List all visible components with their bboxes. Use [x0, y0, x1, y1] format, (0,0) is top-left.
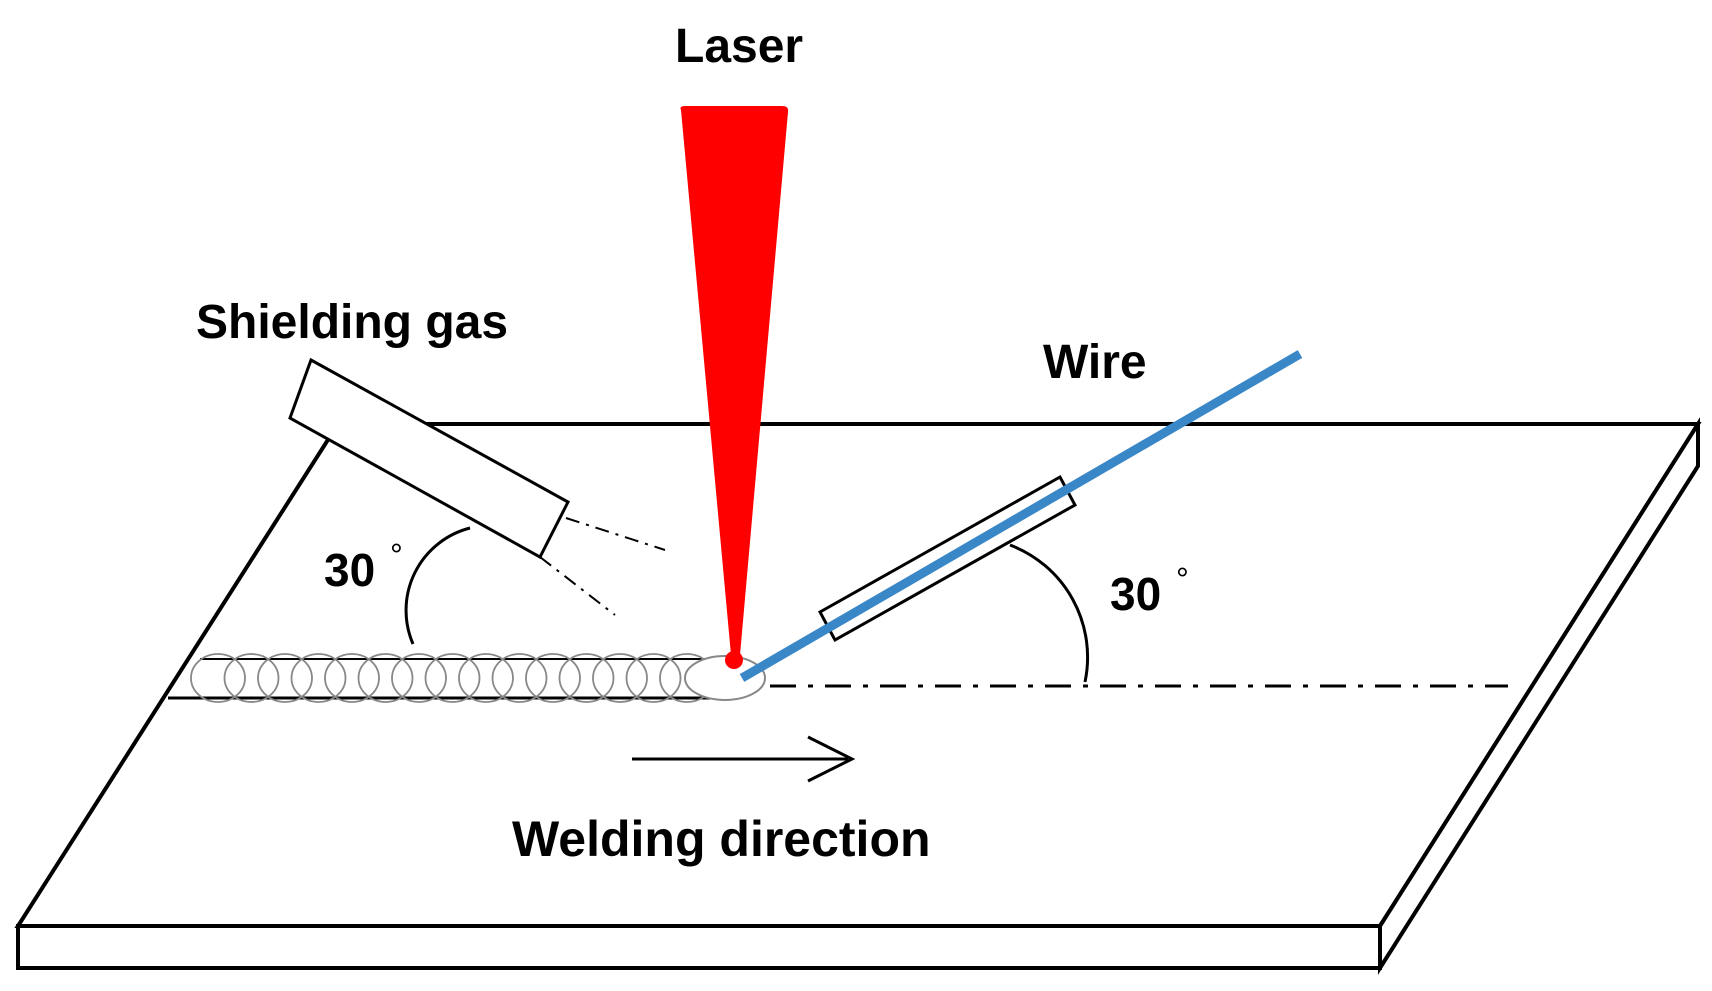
weld-ripple [190, 653, 246, 703]
weld-ripple [525, 653, 581, 703]
wire-angle-arc [1009, 543, 1090, 683]
weld-ripple [625, 653, 682, 703]
weld-ripple [257, 653, 313, 703]
shielding-gas-nozzle [288, 357, 666, 616]
weld-ripple [424, 653, 481, 703]
plate-front-face [16, 924, 1382, 970]
wire-angle-value: 30 [1110, 568, 1161, 620]
gas-flow-line-upper [565, 517, 666, 551]
wire-label: Wire [1043, 336, 1147, 389]
weld-ripple [324, 653, 380, 703]
weld-ripple [491, 653, 548, 703]
weld-bead [190, 653, 715, 703]
welding-direction-label: Welding direction [512, 811, 931, 867]
weld-pool [684, 655, 766, 701]
weld-ripple [592, 653, 648, 703]
laser-label: Laser [675, 20, 803, 73]
wire-angle-degree: ° [1176, 561, 1189, 597]
weld-ripple [290, 653, 347, 703]
laser-focal-spot [725, 651, 743, 669]
gas-angle-arc [404, 526, 471, 645]
weld-ripple [223, 653, 280, 703]
weld-ripple [558, 653, 615, 703]
gas-angle-value: 30 [324, 544, 375, 596]
welding-direction-arrow [632, 735, 856, 783]
shielding-gas-label: Shielding gas [196, 296, 508, 349]
plate-side-face [1378, 417, 1700, 975]
workpiece-plate [14, 417, 1702, 975]
laser-beam [680, 106, 789, 662]
weld-ripple [357, 653, 414, 703]
weld-ripple [458, 653, 514, 703]
gas-angle-degree: ° [390, 537, 403, 573]
weld-ripple [391, 653, 447, 703]
filler-wire [739, 350, 1303, 682]
